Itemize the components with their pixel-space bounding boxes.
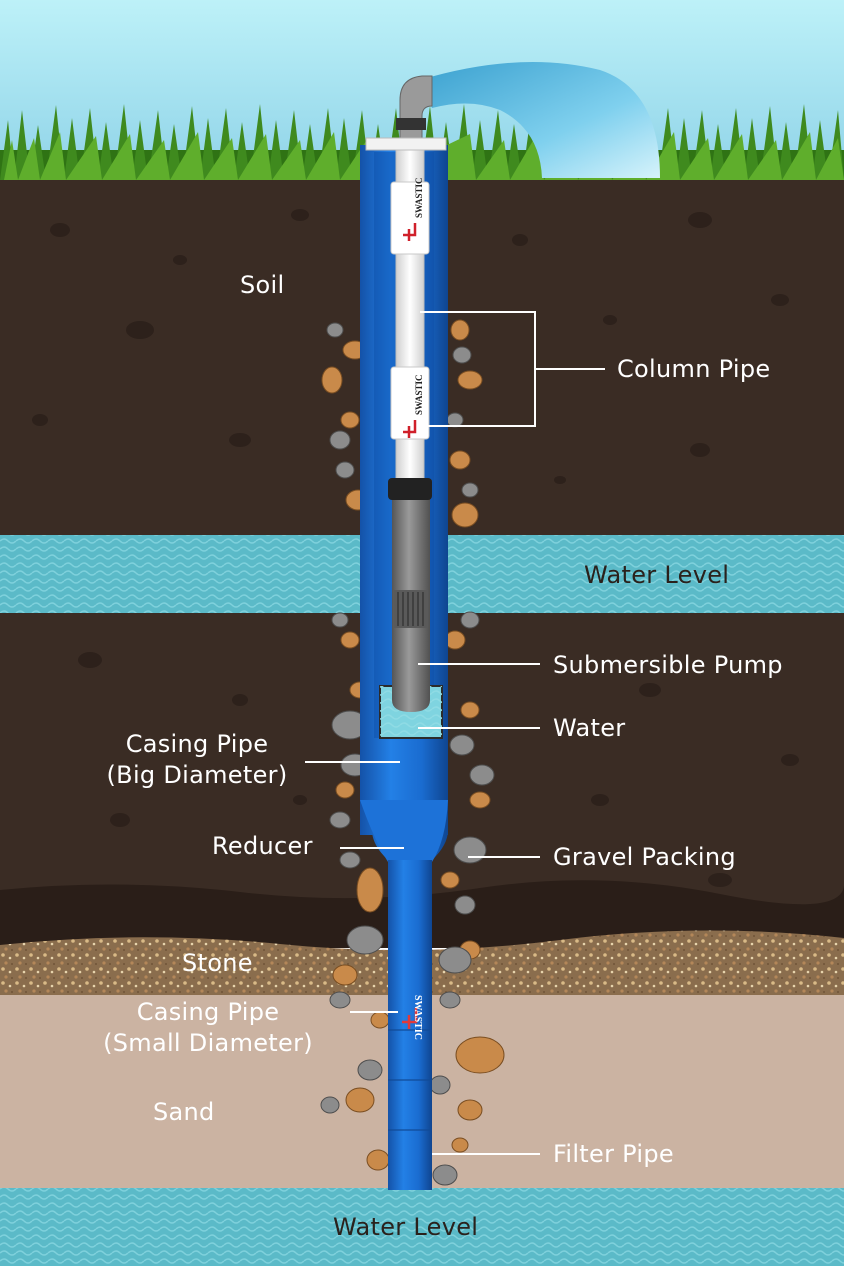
well-cap — [365, 137, 447, 151]
brand-mark-3 — [402, 1008, 418, 1029]
label-stone: Stone — [182, 949, 253, 977]
label-casing-small-line2: (Small Diameter) — [103, 1029, 313, 1057]
label-sand: Sand — [153, 1098, 215, 1126]
label-casing-big-line2: (Big Diameter) — [106, 761, 288, 789]
label-water: Water — [553, 714, 626, 742]
leader-lines — [305, 311, 605, 1155]
brand-text-2: SWASTIC — [414, 374, 424, 415]
water-discharge — [420, 62, 660, 178]
brand-mark-1 — [403, 223, 417, 241]
label-filter-pipe: Filter Pipe — [553, 1140, 674, 1168]
label-column-pipe: Column Pipe — [617, 355, 771, 383]
brand-text-1: SWASTIC — [414, 177, 424, 218]
label-casing-small-line1: Casing Pipe — [136, 998, 280, 1026]
label-soil: Soil — [240, 271, 285, 299]
reducer — [360, 800, 448, 862]
brand-mark-2 — [403, 420, 417, 438]
label-submersible-pump: Submersible Pump — [553, 651, 783, 679]
delivery-pipe — [399, 75, 433, 151]
label-water-level-lower: Water Level — [333, 1213, 479, 1241]
coupler-1 — [390, 181, 430, 255]
gravel-packing — [320, 319, 505, 1186]
coupler-2 — [390, 366, 430, 440]
soil-speckles — [32, 209, 799, 887]
label-reducer: Reducer — [212, 832, 313, 860]
brand-text-3: SWASTIC — [412, 995, 423, 1040]
label-gravel-packing: Gravel Packing — [553, 843, 736, 871]
label-water-level-upper: Water Level — [584, 561, 730, 589]
label-casing-big-line1: Casing Pipe — [125, 730, 269, 758]
